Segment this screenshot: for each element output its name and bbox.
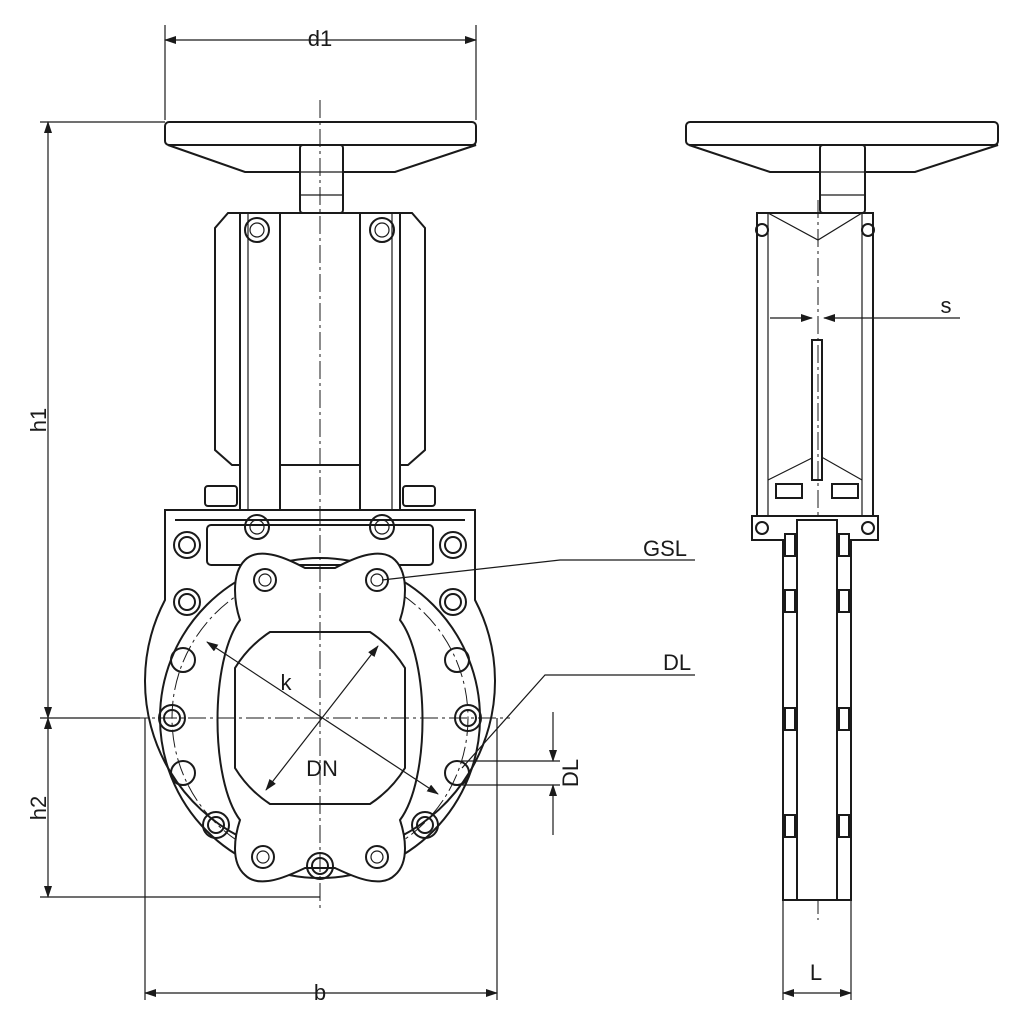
label-b: b bbox=[314, 980, 326, 1005]
yoke-column-left bbox=[239, 212, 281, 544]
label-gsl: GSL bbox=[643, 536, 687, 561]
label-s: s bbox=[941, 293, 952, 318]
label-d1: d1 bbox=[308, 26, 332, 51]
dimensions-side bbox=[770, 314, 960, 1000]
label-dl-leader: DL bbox=[663, 650, 691, 675]
label-l: L bbox=[810, 960, 822, 985]
label-h2: h2 bbox=[26, 796, 51, 820]
yoke-column-right bbox=[359, 212, 401, 544]
front-view bbox=[130, 100, 510, 910]
label-dl-dimension: DL bbox=[558, 759, 583, 787]
label-k: k bbox=[281, 670, 293, 695]
label-dn: DN bbox=[306, 756, 338, 781]
side-view bbox=[685, 121, 999, 920]
label-h1: h1 bbox=[26, 408, 51, 432]
stem-front bbox=[299, 144, 344, 214]
stem-side bbox=[819, 144, 866, 214]
handwheel-side bbox=[685, 121, 999, 146]
dimensions-front bbox=[40, 25, 695, 1000]
